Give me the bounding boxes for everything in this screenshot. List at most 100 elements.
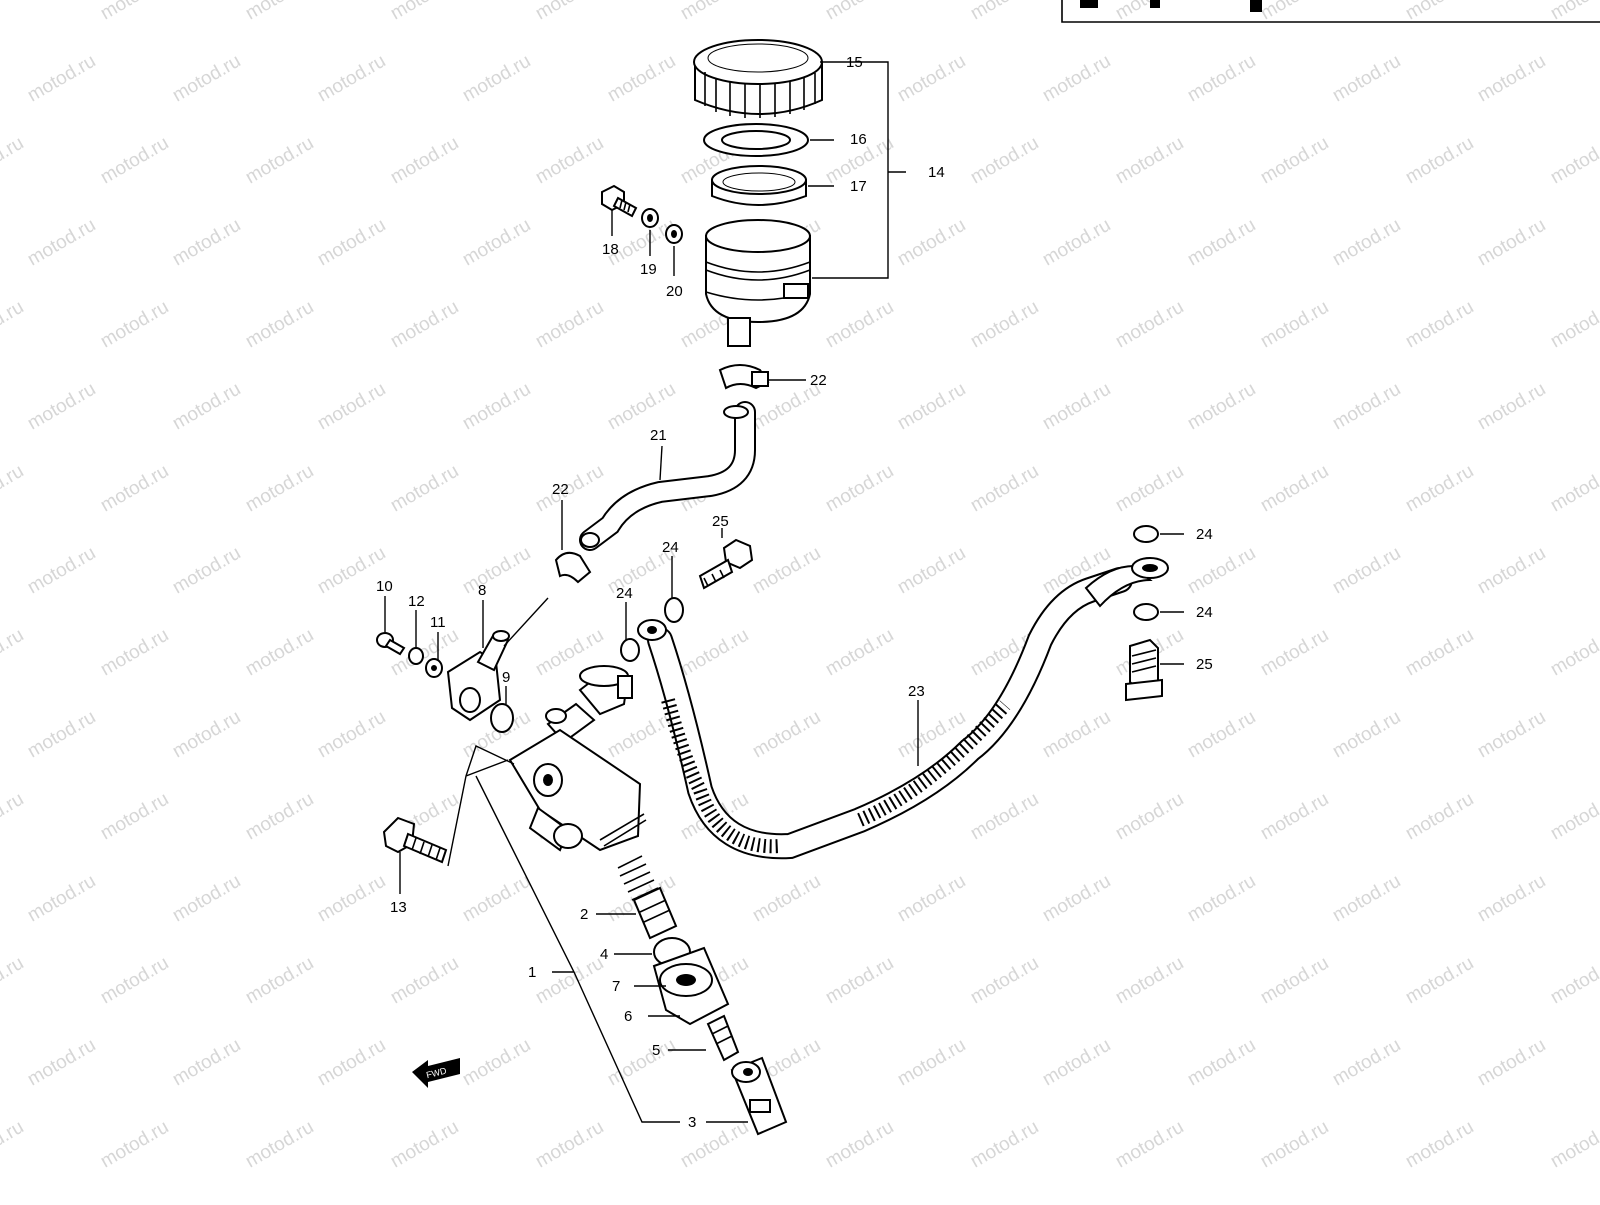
watermark-text-44: motod.ru <box>894 215 969 271</box>
watermark-text-84: motod.ru <box>1257 461 1332 517</box>
frame-corner <box>1061 0 1600 23</box>
watermark-text-179: motod.ru <box>532 1117 607 1173</box>
watermark-text-81: motod.ru <box>822 461 897 517</box>
piston-2 <box>632 886 678 940</box>
clamp-22-upper <box>718 364 770 390</box>
watermark-text-110: motod.ru <box>1402 625 1477 681</box>
watermark-text-177: motod.ru <box>242 1117 317 1173</box>
watermark-text-20: motod.ru <box>1039 51 1114 107</box>
callout-17: 17 <box>850 178 867 195</box>
watermark-text-2: motod.ru <box>242 0 317 24</box>
watermark-text-117: motod.ru <box>604 707 679 763</box>
watermark-text-182: motod.ru <box>967 1117 1042 1173</box>
bolt-13 <box>382 816 448 864</box>
watermark-text-83: motod.ru <box>1112 461 1187 517</box>
callout-24-b: 24 <box>616 585 633 602</box>
watermark-text-164: motod.ru <box>169 1035 244 1091</box>
snap-ring-6-7 <box>652 946 730 1026</box>
o-ring-9 <box>490 703 514 733</box>
watermark-text-111: motod.ru <box>1547 625 1600 681</box>
screw-10 <box>376 632 406 656</box>
watermark-text-141: motod.ru <box>459 871 534 927</box>
callout-14: 14 <box>928 164 945 181</box>
watermark-text-118: motod.ru <box>749 707 824 763</box>
watermark-text-17: motod.ru <box>604 51 679 107</box>
callout-22-upper: 22 <box>810 372 827 389</box>
callout-20: 20 <box>666 283 683 300</box>
watermark-text-77: motod.ru <box>242 461 317 517</box>
callout-12: 12 <box>408 593 425 610</box>
watermark-text-157: motod.ru <box>967 953 1042 1009</box>
watermark-text-16: motod.ru <box>459 51 534 107</box>
watermark-text-65: motod.ru <box>314 379 389 435</box>
watermark-text-91: motod.ru <box>459 543 534 599</box>
watermark-text-154: motod.ru <box>532 953 607 1009</box>
watermark-text-122: motod.ru <box>1329 707 1404 763</box>
watermark-text-136: motod.ru <box>1547 789 1600 845</box>
watermark-text-151: motod.ru <box>97 953 172 1009</box>
watermark-text-75: motod.ru <box>0 461 27 517</box>
watermark-text-51: motod.ru <box>97 297 172 353</box>
callout-1: 1 <box>528 964 536 981</box>
watermark-text-105: motod.ru <box>677 625 752 681</box>
watermark-text-26: motod.ru <box>97 133 172 189</box>
watermark-text-40: motod.ru <box>314 215 389 271</box>
watermark-text-93: motod.ru <box>749 543 824 599</box>
watermark-text-82: motod.ru <box>967 461 1042 517</box>
watermark-text-70: motod.ru <box>1039 379 1114 435</box>
washer-24-d <box>1133 603 1159 621</box>
washer-24-b <box>620 638 640 662</box>
callout-18: 18 <box>602 241 619 258</box>
watermark-text-178: motod.ru <box>387 1117 462 1173</box>
callout-13: 13 <box>390 899 407 916</box>
watermark-text-153: motod.ru <box>387 953 462 1009</box>
watermark-text-175: motod.ru <box>0 1117 27 1173</box>
watermark-text-13: motod.ru <box>24 51 99 107</box>
watermark-text-85: motod.ru <box>1402 461 1477 517</box>
watermark-text-67: motod.ru <box>604 379 679 435</box>
watermark-text-146: motod.ru <box>1184 871 1259 927</box>
watermark-text-184: motod.ru <box>1257 1117 1332 1173</box>
callout-23: 23 <box>908 683 925 700</box>
watermark-text-140: motod.ru <box>314 871 389 927</box>
watermark-text-171: motod.ru <box>1184 1035 1259 1091</box>
callout-8: 8 <box>478 582 486 599</box>
washer-12 <box>408 647 424 665</box>
callout-21: 21 <box>650 427 667 444</box>
callout-9: 9 <box>502 669 510 686</box>
watermark-text-54: motod.ru <box>532 297 607 353</box>
watermark-text-52: motod.ru <box>242 297 317 353</box>
watermark-text-183: motod.ru <box>1112 1117 1187 1173</box>
hose-connector-8 <box>446 630 510 722</box>
watermark-text-143: motod.ru <box>749 871 824 927</box>
diaphragm-plate <box>703 123 809 157</box>
watermark-text-32: motod.ru <box>967 133 1042 189</box>
fwd-arrow-icon: FWD <box>412 1058 460 1088</box>
watermark-text-4: motod.ru <box>532 0 607 24</box>
callout-7: 7 <box>612 978 620 995</box>
watermark-text-156: motod.ru <box>822 953 897 1009</box>
hose-21 <box>579 401 756 551</box>
watermark-text-66: motod.ru <box>459 379 534 435</box>
diaphragm <box>711 165 807 206</box>
watermark-text-160: motod.ru <box>1402 953 1477 1009</box>
watermark-text-181: motod.ru <box>822 1117 897 1173</box>
watermark-text-120: motod.ru <box>1039 707 1114 763</box>
watermark-text-8: motod.ru <box>1112 0 1187 24</box>
watermark-text-79: motod.ru <box>532 461 607 517</box>
callout-24-a: 24 <box>662 539 679 556</box>
watermark-text-19: motod.ru <box>894 51 969 107</box>
watermark-text-78: motod.ru <box>387 461 462 517</box>
watermark-text-145: motod.ru <box>1039 871 1114 927</box>
watermark-text-60: motod.ru <box>1402 297 1477 353</box>
spring <box>617 855 659 901</box>
watermark-text-58: motod.ru <box>1112 297 1187 353</box>
fwd-label: FWD <box>425 1065 448 1080</box>
watermark-text-50: motod.ru <box>0 297 27 353</box>
reservoir-cap <box>693 39 823 118</box>
watermark-text-41: motod.ru <box>459 215 534 271</box>
watermark-text-98: motod.ru <box>1474 543 1549 599</box>
watermark-text-33: motod.ru <box>1112 133 1187 189</box>
frame-block-c <box>1250 0 1262 12</box>
washer-19 <box>641 208 659 228</box>
